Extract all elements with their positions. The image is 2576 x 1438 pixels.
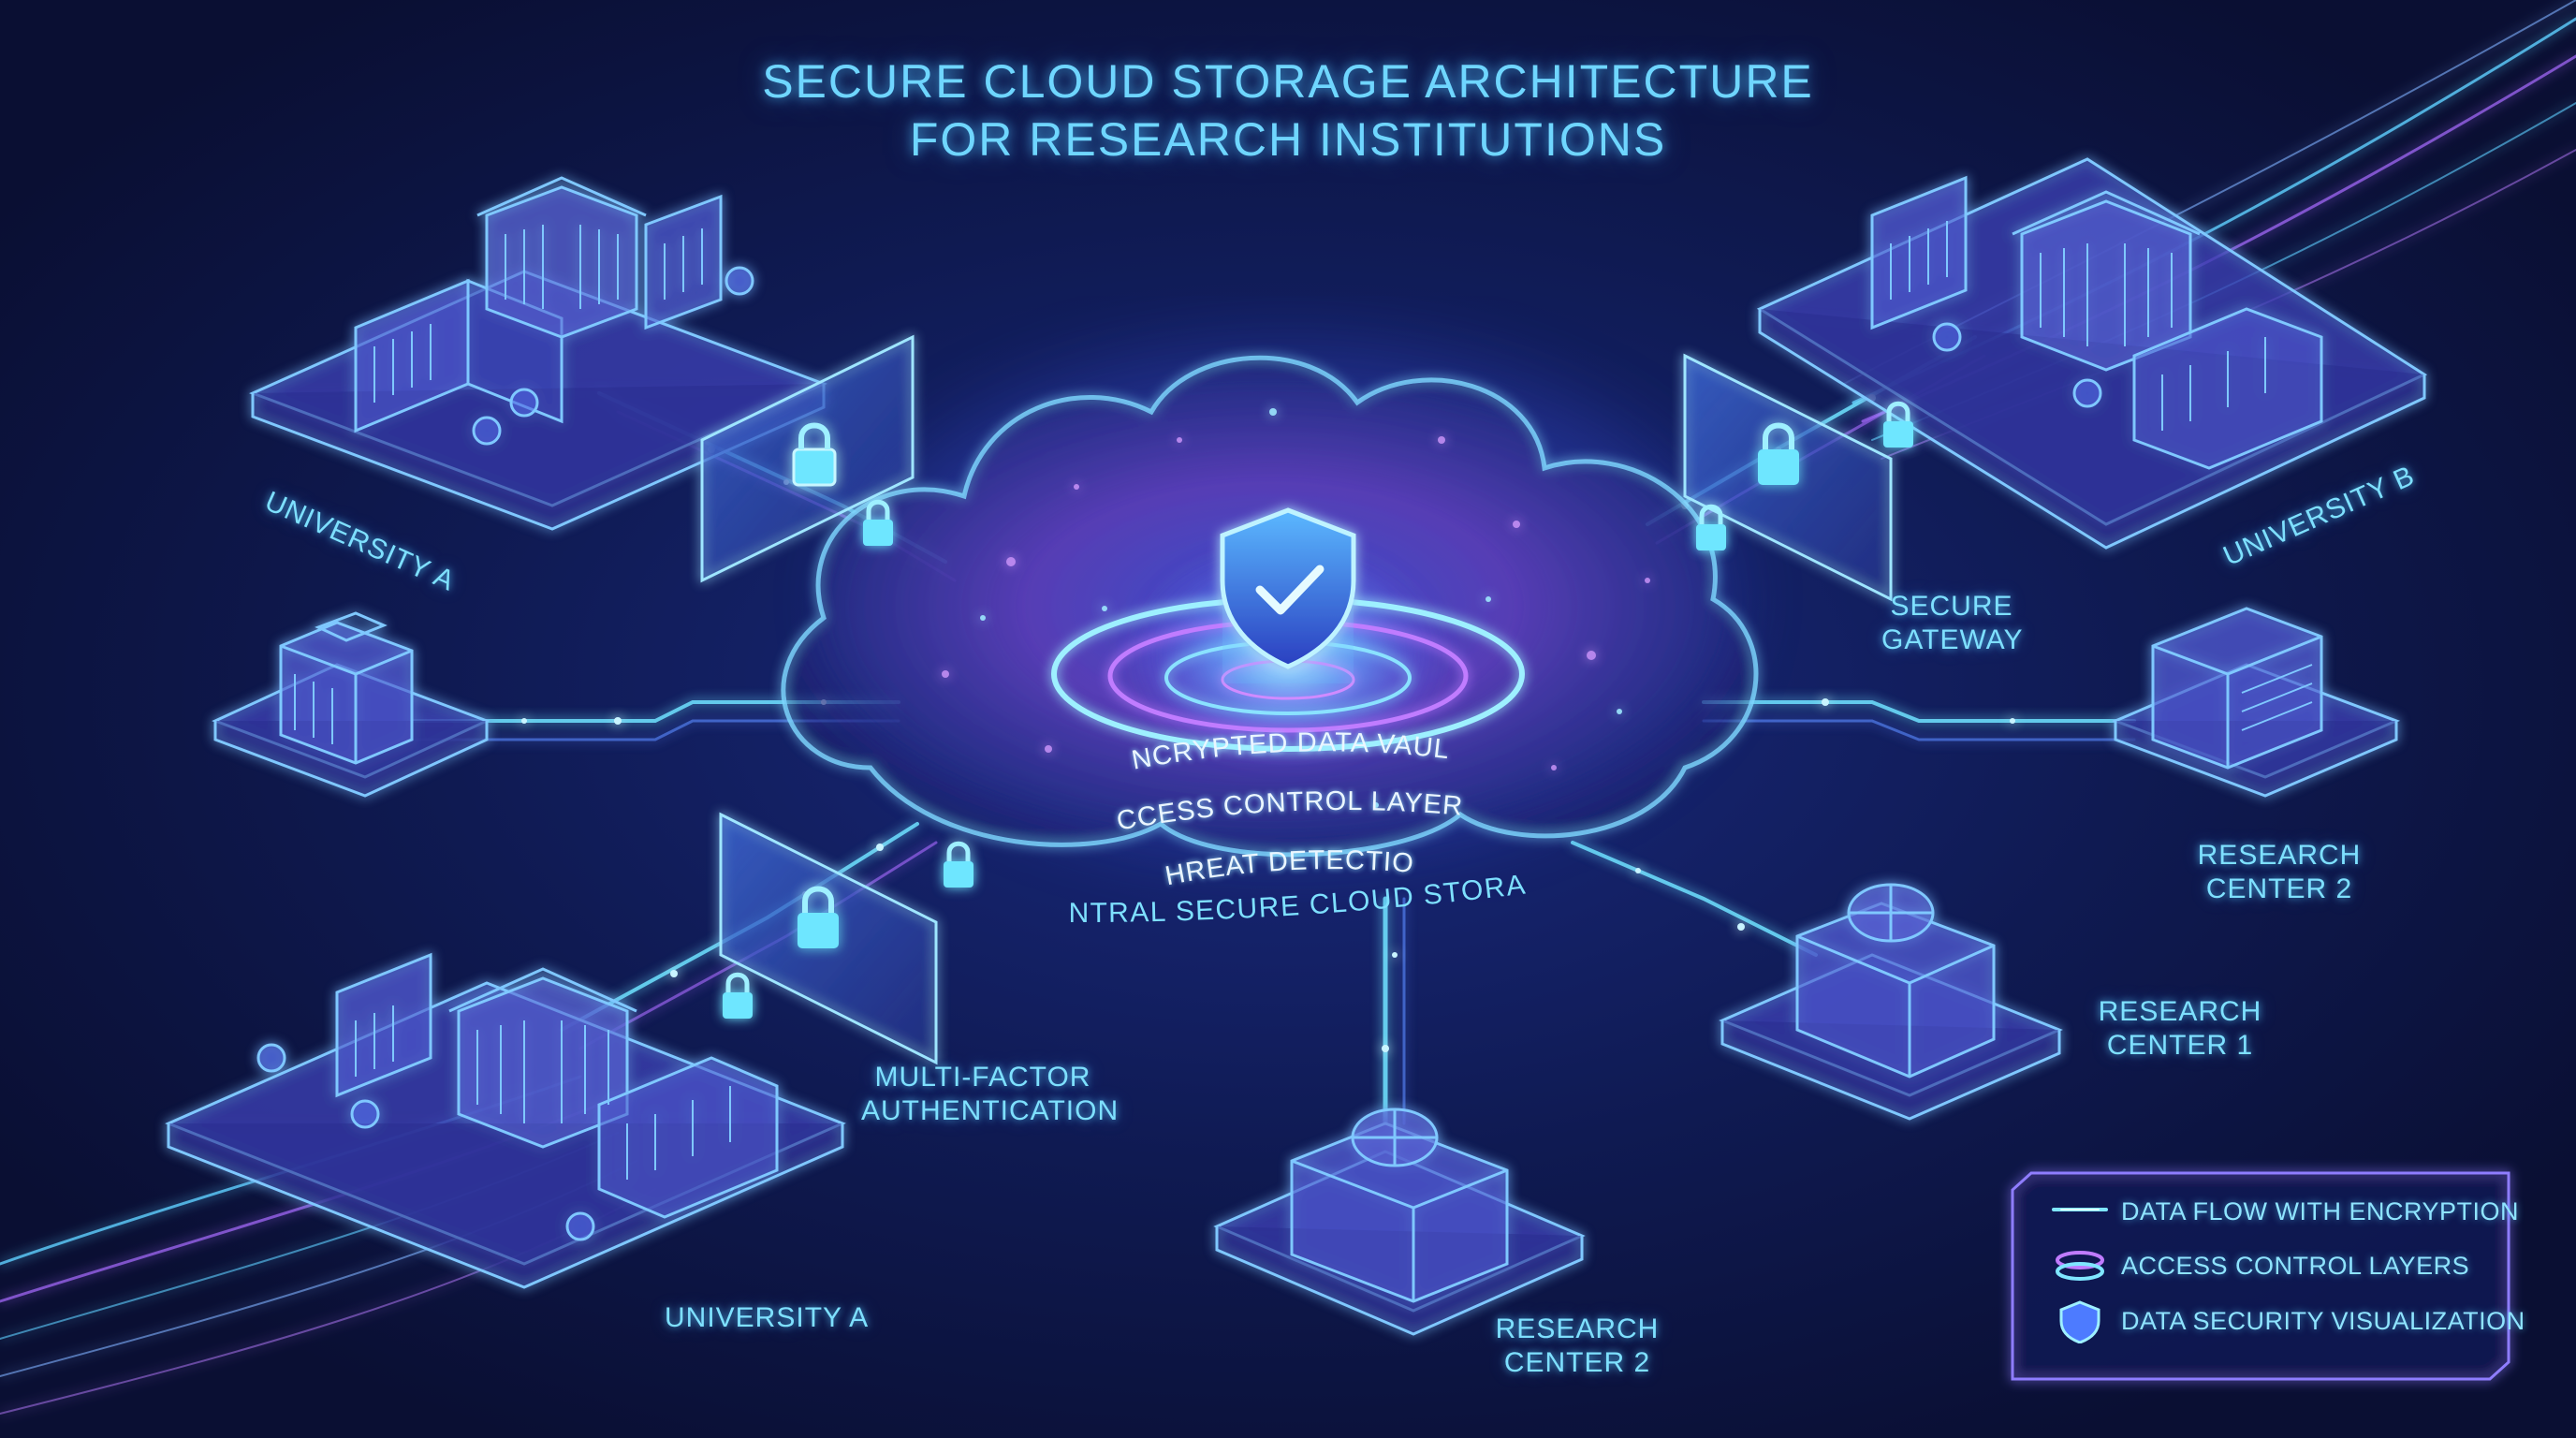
research-center-2-bottom-building — [1213, 1108, 1586, 1336]
shield-icon — [1220, 507, 1356, 669]
university-a-bottom-building — [165, 952, 846, 1289]
university-a-top-building — [249, 176, 827, 531]
label-rc2-bottom-line1: RESEARCH — [1495, 1313, 1660, 1344]
label-rc1-line2: CENTER 1 — [2106, 1030, 2254, 1061]
legend-label-data-flow: DATA FLOW WITH ENCRYPTION — [2121, 1197, 2520, 1225]
label-mfa: MULTI-FACTOR AUTHENTICATION — [861, 1061, 1120, 1128]
label-mfa-line1: MULTI-FACTOR — [874, 1062, 1091, 1093]
left-mid-building — [212, 611, 490, 798]
security-panel-bottom-left — [719, 812, 938, 1065]
label-mfa-line2: AUTHENTICATION — [861, 1095, 1120, 1126]
lock-icon — [1883, 401, 1913, 448]
legend-item-access-layers: ACCESS CONTROL LAYERS — [2012, 1242, 2509, 1289]
label-university-a-bottom: UNIVERSITY A — [665, 1302, 870, 1333]
title-line-1: SECURE CLOUD STORAGE ARCHITECTURE — [762, 55, 1814, 108]
legend-label-data-security: DATA SECURITY VISUALIZATION — [2121, 1307, 2525, 1335]
legend-item-data-flow: DATA FLOW WITH ENCRYPTION — [2012, 1188, 2519, 1235]
data-flow-line-icon — [2052, 1208, 2108, 1211]
lock-icon — [1758, 422, 1799, 485]
lock-icon — [792, 422, 837, 487]
label-rc2-right-line1: RESEARCH — [2197, 840, 2362, 871]
access-layers-icon — [2056, 1251, 2104, 1281]
legend-label-access-layers: ACCESS CONTROL LAYERS — [2121, 1252, 2470, 1280]
label-research-center-2-bottom: RESEARCH CENTER 2 — [1488, 1313, 1666, 1380]
lock-icon — [944, 841, 973, 888]
legend-frame — [2011, 1171, 2510, 1381]
title-line-2: FOR RESEARCH INSTITUTIONS — [909, 113, 1667, 166]
security-panel-right — [1683, 353, 1893, 602]
lock-icon — [723, 972, 753, 1019]
label-secure-gateway-line1: SECURE — [1890, 591, 2013, 622]
label-research-center-1: RESEARCH CENTER 1 — [2091, 995, 2269, 1063]
label-rc2-right-line2: CENTER 2 — [2205, 873, 2353, 904]
label-rc2-bottom-line2: CENTER 2 — [1503, 1347, 1651, 1378]
label-secure-gateway: SECURE GATEWAY — [1881, 590, 2022, 657]
security-panel-top-left — [700, 334, 915, 583]
research-center-2-right-building — [2111, 607, 2401, 798]
lock-icon — [798, 886, 839, 948]
lock-icon — [1696, 504, 1726, 550]
label-rc1-line1: RESEARCH — [2098, 996, 2262, 1027]
research-center-1-building — [1719, 883, 2063, 1121]
university-b-building — [1756, 157, 2428, 550]
shield-icon — [2059, 1300, 2100, 1343]
legend-item-data-security: DATA SECURITY VISUALIZATION — [2012, 1298, 2525, 1344]
legend: DATA FLOW WITH ENCRYPTION ACCESS CONTROL… — [2012, 1173, 2525, 1379]
label-research-center-2-right: RESEARCH CENTER 2 — [2190, 839, 2368, 906]
lock-icon — [863, 499, 893, 546]
label-secure-gateway-line2: GATEWAY — [1881, 624, 2024, 655]
